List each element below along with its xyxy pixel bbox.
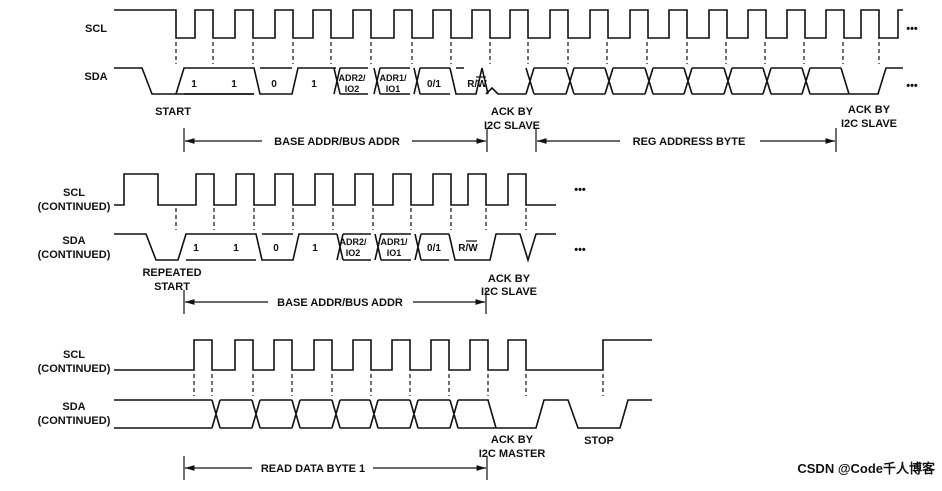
watermark-text: CSDN @Code千人博客 (797, 461, 936, 476)
bit-io1-row1: IO1 (386, 84, 401, 94)
scl-trace-row1 (114, 9, 903, 39)
bit-io2-row1: IO2 (345, 84, 360, 94)
scl-trace-row2 (114, 173, 556, 206)
ellipsis-scl-row1: ••• (906, 23, 918, 35)
scl-trace-row3 (114, 339, 652, 371)
scl-label-row2: SCL (63, 187, 85, 199)
repeated-start-label-2: START (154, 281, 190, 293)
read-data-label: READ DATA BYTE 1 (261, 463, 365, 475)
sda-box-row1-2 (413, 67, 450, 95)
i2c-slave-label-2: I2C SLAVE (841, 118, 897, 130)
bit-rw-row2: R/W (458, 243, 478, 254)
i2c-master-label: I2C MASTER (479, 448, 546, 460)
sda-bits-upper-row1 (175, 67, 336, 95)
base-addr-label-row1: BASE ADDR/BUS ADDR (274, 136, 400, 148)
repeated-start-label: REPEATED (142, 267, 201, 279)
sda-label-row3: SDA (62, 401, 85, 413)
sda-box-row2-2 (414, 233, 449, 261)
i2c-slave-label-1: I2C SLAVE (484, 120, 540, 132)
sda-label-row1: SDA (84, 71, 107, 83)
ellipsis-sda-row1: ••• (906, 80, 918, 92)
ack-by-label-2: ACK BY (848, 104, 891, 116)
scl-waveform-row3 (114, 339, 652, 371)
sda-bits-lower-row2 (186, 233, 293, 261)
bit-rw-row1: R/W (467, 79, 487, 90)
reg-addr-label: REG ADDRESS BYTE (633, 136, 746, 148)
ellipsis-sda-row2: ••• (574, 244, 586, 256)
sda-start-edge-row1 (114, 67, 176, 95)
bit-1b-row2: 1 (233, 243, 239, 254)
bit-0-row2: 0 (273, 243, 279, 254)
start-label: START (155, 106, 191, 118)
sda-waveform-row1 (114, 67, 903, 95)
bit-1a-row1: 1 (191, 79, 197, 90)
bit-adr2-row2: ADR2/ (339, 237, 367, 247)
scl-continued-row3: (CONTINUED) (38, 363, 111, 375)
bit-adr1-row2: ADR1/ (380, 237, 408, 247)
sda-box-row2-0 (336, 233, 371, 261)
sda-box-row1-1 (373, 67, 410, 95)
clock-dashed-markers (175, 42, 880, 396)
bit-adr1-row1: ADR1/ (379, 73, 407, 83)
sda-reg-byte-row1 (525, 67, 903, 95)
scl-label-row3: SCL (63, 349, 85, 361)
sda-box-row2-1 (374, 233, 411, 261)
scl-waveform-row1 (114, 9, 903, 39)
base-addr-label-row2: BASE ADDR/BUS ADDR (277, 297, 403, 309)
sda-label-row2: SDA (62, 235, 85, 247)
ellipsis-scl-row2: ••• (574, 184, 586, 196)
scl-waveform-row2 (114, 173, 556, 206)
sda-bits-upper-row2 (114, 233, 337, 261)
ack-by-label-4: ACK BY (491, 434, 534, 446)
bit-1a-row2: 1 (193, 243, 199, 254)
scl-continued-row2: (CONTINUED) (38, 201, 111, 213)
sda-continued-row2: (CONTINUED) (38, 249, 111, 261)
bit-01-row1: 0/1 (427, 79, 441, 90)
bit-1c-row2: 1 (312, 243, 318, 254)
bit-01-row2: 0/1 (427, 243, 441, 254)
bit-0-row1: 0 (271, 79, 277, 90)
bit-io2-row2: IO2 (346, 248, 361, 258)
bit-1b-row1: 1 (231, 79, 237, 90)
sda-ack-row1 (485, 86, 526, 95)
sda-waveform-row3 (114, 399, 652, 429)
ack-by-label-3: ACK BY (488, 273, 531, 285)
sda-continued-row3: (CONTINUED) (38, 415, 111, 427)
scl-label-row1: SCL (85, 23, 107, 35)
bit-io1-row2: IO1 (387, 248, 402, 258)
stop-label: STOP (584, 435, 614, 447)
bit-1c-row1: 1 (311, 79, 317, 90)
sda-read-byte-row3 (114, 399, 652, 429)
sda-rw-ack-row2 (448, 233, 556, 263)
i2c-slave-label-3: I2C SLAVE (481, 286, 537, 298)
sda-box-row1-0 (333, 67, 368, 95)
span-arrows (183, 128, 837, 480)
bit-adr2-row1: ADR2/ (338, 73, 366, 83)
ack-by-label-1: ACK BY (491, 106, 534, 118)
sda-waveform-row2 (114, 233, 556, 263)
